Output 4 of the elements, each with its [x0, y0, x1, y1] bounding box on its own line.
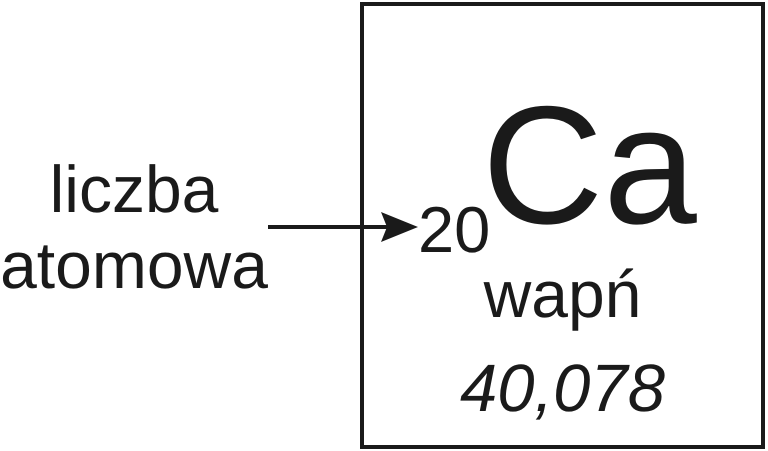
arrow [268, 212, 418, 242]
annotation-label: liczba atomowa [0, 151, 268, 303]
atomic-mass: 40,078 [460, 355, 665, 422]
element-tile [360, 2, 765, 449]
